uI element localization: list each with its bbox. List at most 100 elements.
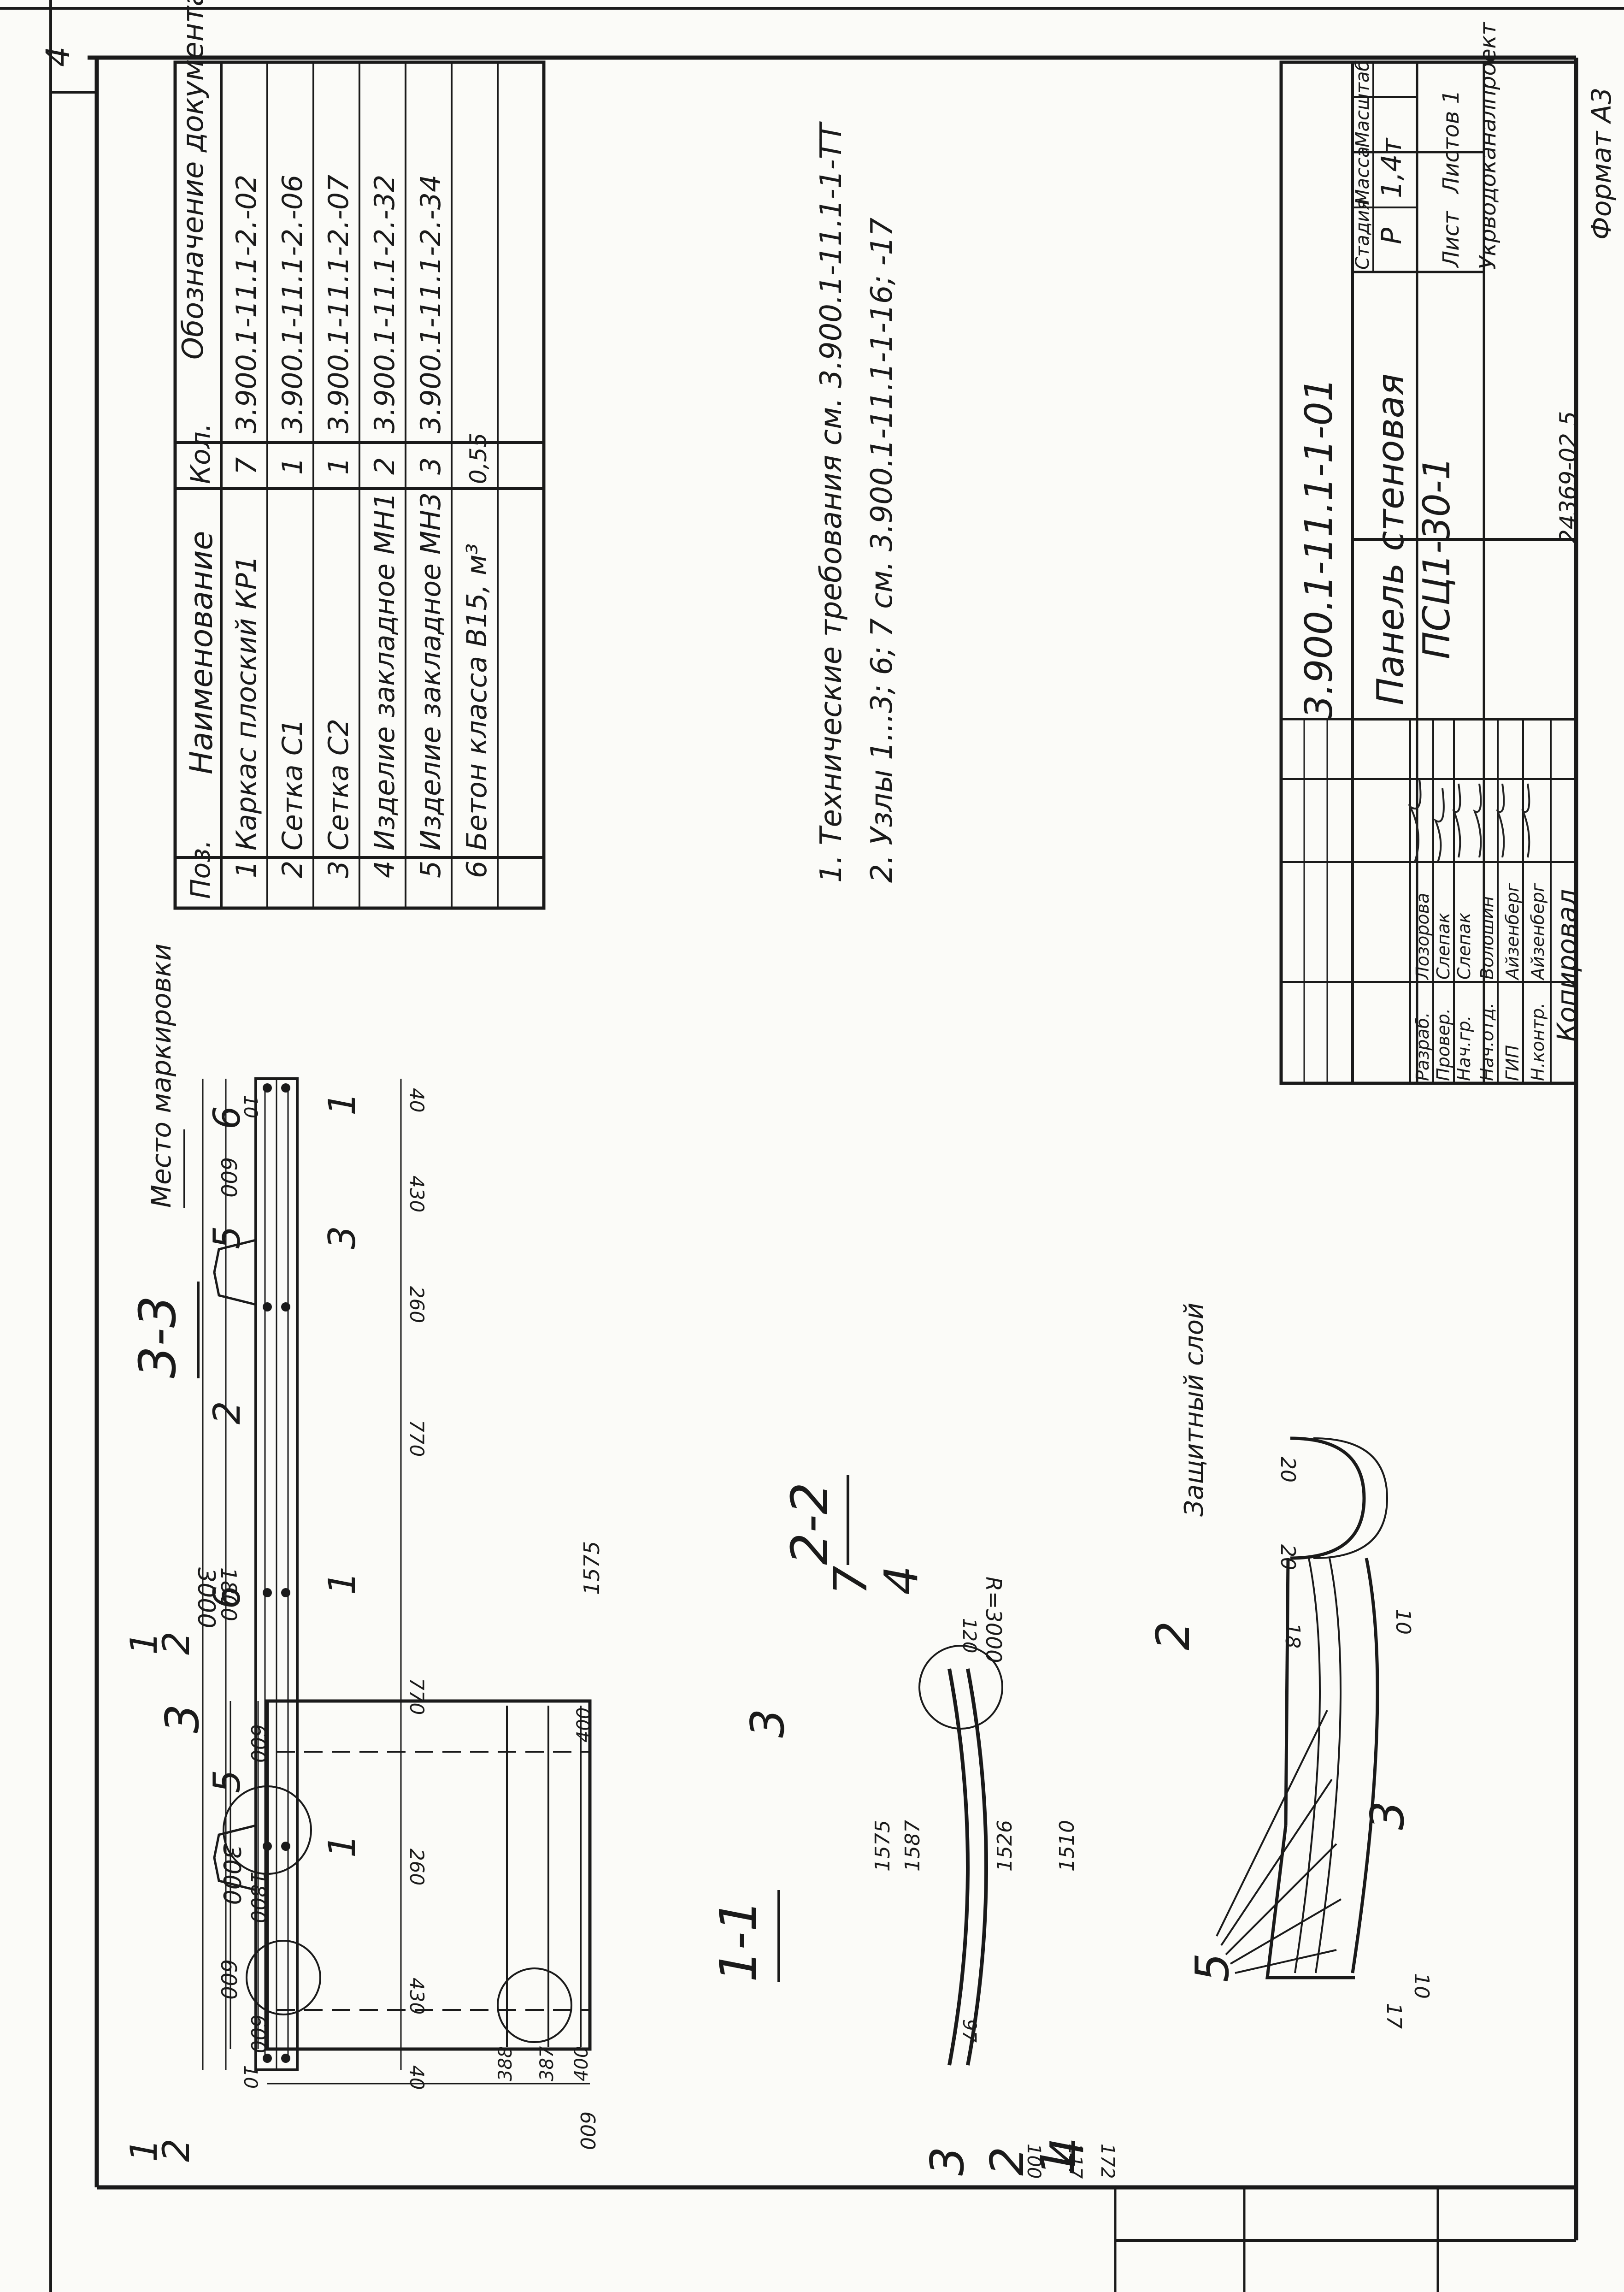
dim: 10	[1410, 1973, 1433, 1999]
role-label: ГИП	[1502, 1045, 1523, 1081]
dim: 10	[1391, 1609, 1415, 1635]
callout: 2	[980, 2146, 1034, 2176]
row-pos: 4	[369, 861, 401, 878]
spec-table: Поз. Наименование Кол. Обозначение докум…	[173, 0, 546, 910]
note-2: 2. Узлы 1...3; 6; 7 см. 3.900.1-11.1-1-1…	[865, 218, 899, 883]
dim: 1575	[579, 1541, 604, 1595]
plan-view: 3000 600 1800 600 400 387 388 400 1575 6…	[123, 1541, 1085, 2176]
dim: 387	[536, 2046, 558, 2081]
col-name-header: Наименование	[183, 531, 220, 774]
callout: 1	[321, 1092, 364, 1116]
dim: 400	[571, 2046, 592, 2081]
title-block	[1279, 60, 1578, 1085]
dim: 1800	[246, 1872, 270, 1923]
dim: 17	[1382, 2003, 1406, 2029]
role-label: Н.контр.	[1528, 1003, 1548, 1081]
role-label: Нач.гр.	[1454, 1015, 1474, 1081]
section-3-3-title: 3-3	[128, 1295, 187, 1378]
section-mark: 2	[155, 2138, 198, 2162]
callout: 5	[206, 1226, 248, 1249]
protective-layer-label: Защитный слой	[1179, 1303, 1209, 1517]
dim: 600	[246, 2014, 270, 2053]
row-qty: 7	[230, 457, 263, 475]
dim: 430	[406, 1978, 428, 2014]
dim: 172	[1097, 2144, 1118, 2179]
row-pos: 3	[323, 861, 355, 878]
dim: 1575	[871, 1820, 894, 1872]
callout: 1	[1031, 2146, 1085, 2176]
section-2-2-title: 2-2	[780, 1482, 839, 1565]
dim: 117	[1065, 2144, 1086, 2179]
marking-place-label: Место маркировки	[146, 944, 177, 1208]
row-qty: 1	[323, 457, 355, 475]
row-name: Сетка С1	[277, 719, 309, 851]
row-doc: 3.900.1-11.1-2.-02	[230, 175, 263, 433]
role-name: Айзенберг	[1502, 882, 1523, 981]
row-name: Изделие закладное МН1	[369, 492, 401, 851]
role-label: Нач.отд.	[1477, 1003, 1497, 1081]
row-pos: 6	[461, 861, 493, 878]
role-name: Айзенберг	[1528, 882, 1548, 981]
dim: 40	[406, 2065, 428, 2090]
dim: 20	[1276, 1457, 1300, 1483]
mass-label: Масса	[1352, 146, 1373, 205]
callout: 3	[1360, 1801, 1414, 1830]
role-name: Слепак	[1454, 913, 1474, 980]
dim: 400	[573, 1707, 594, 1743]
role-name: Волошин	[1477, 896, 1497, 980]
dim: 10	[240, 2065, 261, 2089]
col-qty-header: Кол.	[185, 423, 216, 484]
section-2-2: 2-2 Защитный слой 20 20 18 10 17 10 2 3 …	[780, 1303, 1433, 2029]
row-qty: 0,55	[465, 433, 492, 484]
callout: 6	[206, 1585, 248, 1609]
section-mark: 1	[123, 1631, 165, 1655]
dim: 600	[246, 1724, 270, 1763]
dim: 1510	[1055, 1820, 1079, 1872]
dim: 1800	[216, 1567, 241, 1621]
row-name: Каркас плоский КР1	[230, 555, 263, 851]
role-name: Лозорова	[1412, 893, 1433, 981]
section-mark: 1	[123, 2138, 165, 2162]
organization: Укрводоканалпроект	[1475, 21, 1501, 270]
callout: 3	[155, 1704, 209, 1733]
dim: 18	[1281, 1623, 1304, 1648]
signatures	[1407, 779, 1530, 862]
mass-value: 1,4т	[1376, 137, 1408, 198]
row-name: Бетон класса В15, м³	[461, 543, 493, 851]
dim-total: 3000	[192, 1567, 220, 1628]
row-doc: 3.900.1-11.1-2.-07	[323, 175, 355, 433]
role-label: Провер.	[1433, 1008, 1453, 1081]
callout: 3	[920, 2146, 974, 2176]
dim: 770	[406, 1420, 428, 1457]
role-name: Слепак	[1433, 913, 1453, 980]
dim: 600	[216, 1157, 241, 1198]
callout: 1	[321, 1834, 364, 1858]
page-number: 4	[39, 46, 77, 67]
dim: 770	[406, 1678, 428, 1715]
dim: 100	[1023, 2144, 1044, 2179]
panel-mark: ПСЦ1-30-1	[1415, 457, 1458, 659]
row-doc: 3.900.1-11.1-2.-32	[369, 175, 401, 433]
dim-total: 3000	[218, 1844, 245, 1905]
dim: 260	[406, 1286, 428, 1323]
dim: 600	[216, 1959, 241, 2000]
role-label: Разраб.	[1412, 1012, 1433, 1081]
scale-label: Масштаб	[1352, 60, 1373, 148]
section-1-1-title: 1-1	[709, 1899, 768, 1982]
dim: 260	[406, 1849, 428, 1885]
dim: 120	[959, 1618, 980, 1653]
callout: 6	[206, 1106, 248, 1129]
row-name: Сетка С2	[323, 719, 355, 851]
row-pos: 5	[415, 861, 447, 878]
dim: 20	[1276, 1544, 1300, 1570]
sheet-format: Формат А3	[1586, 88, 1617, 240]
sheets-label: Листов 1	[1438, 90, 1464, 195]
row-pos: 2	[277, 861, 309, 878]
section-3-3: 3-3 Место маркировки 3000 600 1800 600 1…	[128, 944, 428, 2090]
doc-code: 3.900.1-11.1-1-01	[1297, 378, 1341, 719]
callout: 2	[206, 1401, 248, 1424]
row-doc: 3.900.1-11.1-2.-06	[277, 175, 309, 433]
col-doc-header: Обозначение документа	[176, 0, 210, 360]
row-name: Изделие закладное МН3	[415, 492, 447, 851]
radius-label: R=3000	[981, 1577, 1006, 1663]
